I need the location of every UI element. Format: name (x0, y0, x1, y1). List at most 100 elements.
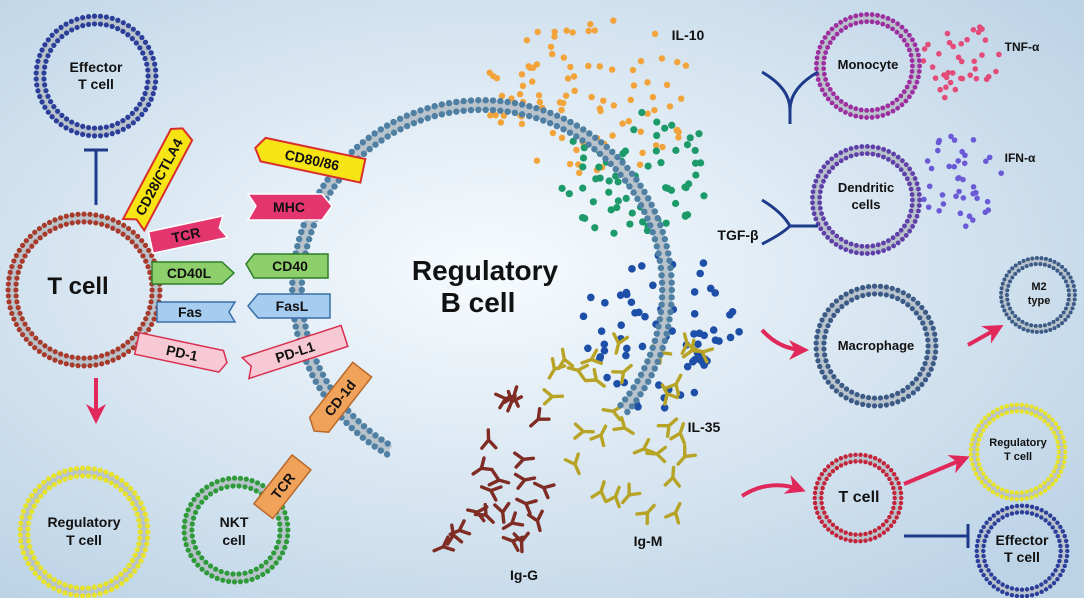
antibody-mark (547, 357, 567, 380)
antibody-mark (473, 502, 495, 524)
antibody-mark (612, 332, 630, 355)
ifna-label: IFN-α (1005, 151, 1036, 165)
antibody-mark (471, 456, 494, 476)
nkt-cell-membrane (181, 475, 291, 585)
m2-type-label-line2: type (1028, 295, 1051, 307)
tag-tcr-label: TCR (170, 224, 201, 246)
antibody-mark (479, 485, 503, 502)
il35-label: IL-35 (688, 419, 721, 435)
antibody-mark (529, 406, 551, 428)
inhibit-mark-dendritic (761, 198, 818, 246)
tag-mhc-label: MHC (273, 199, 305, 215)
inhibit-mark-right-effector (904, 524, 970, 548)
macrophage-label: Macrophage (838, 338, 915, 353)
dendritic-membrane (810, 144, 922, 256)
effector-tcell-label-line1: Effector (70, 59, 123, 75)
antibody-mark (515, 497, 538, 516)
antibody-mark (513, 472, 537, 490)
m2-type-label-line1: M2 (1031, 281, 1046, 293)
antibody-mark (526, 509, 544, 533)
antibody-mark (580, 348, 604, 365)
tgfb-label: TGF-β (717, 227, 759, 243)
igm-label: Ig-M (634, 533, 663, 549)
igm-antibodies (542, 332, 715, 526)
antibody-mark (501, 511, 525, 531)
dendritic-label-line2: cells (852, 197, 881, 212)
right-tcell-membrane (812, 452, 904, 544)
antibody-mark (620, 482, 642, 505)
right-effector-membrane (974, 503, 1070, 598)
antibody-mark (493, 501, 511, 524)
antibody-mark (669, 422, 687, 445)
monocyte-label: Monocyte (838, 57, 899, 72)
antibody-mark (448, 519, 472, 537)
antibody-mark (680, 332, 698, 355)
tag-cd80-86: CD80/86 (254, 136, 367, 184)
tag-pd1: PD-1 (133, 331, 228, 373)
antibody-mark (590, 480, 608, 503)
antibody-mark (513, 451, 536, 469)
antibody-mark (604, 485, 621, 509)
right-effector-label-line1: Effector (996, 532, 1049, 548)
nkt-cell-label-line1: NKT (220, 514, 249, 530)
antibody-mark (480, 428, 498, 450)
effector-tcell-membrane (33, 13, 159, 139)
antibody-mark (506, 389, 524, 413)
antibody-mark (663, 465, 681, 488)
bcell-label-line1: Regulatory (412, 255, 559, 286)
antibody-mark (611, 363, 633, 385)
antibody-mark (563, 452, 581, 476)
ifna-dots (921, 133, 1005, 229)
monocyte-membrane (814, 12, 922, 120)
regulatory-tcell-label-line2: T cell (66, 532, 102, 548)
tcell-label: T cell (47, 273, 108, 300)
antibody-mark (656, 417, 679, 438)
regulatory-tcell-membrane (17, 465, 151, 598)
tag-cd40-label: CD40 (272, 258, 308, 274)
tag-fasl-label: FasL (276, 298, 309, 314)
inhibit-mark-monocyte (761, 70, 819, 124)
nkt-cell-label-line2: cell (222, 532, 245, 548)
inhibit-mark-effector (84, 148, 108, 205)
antibody-mark (432, 535, 456, 553)
tag-cd40l: CD40L (151, 261, 236, 285)
tag-mhc: MHC (246, 193, 333, 221)
arrow-to-right-tcell (740, 475, 806, 498)
regulatory-tcell-label-line1: Regulatory (47, 514, 120, 530)
tgfb-dots (558, 108, 708, 237)
effector-tcell-label-line2: T cell (78, 76, 114, 92)
right-effector-label-line2: T cell (1004, 549, 1040, 565)
antibody-mark (583, 367, 606, 388)
cytokine-dots (486, 17, 1005, 412)
antibody-mark (501, 535, 525, 553)
tag-nkt-tcr: TCR (252, 453, 312, 520)
bcell-label-line2: B cell (441, 287, 516, 318)
tag-tcr: TCR (147, 214, 229, 255)
igg-label: Ig-G (510, 567, 538, 583)
antibody-mark (635, 503, 656, 526)
tag-cd40l-label: CD40L (167, 265, 212, 281)
antibody-mark (664, 373, 683, 397)
m2-type-membrane (999, 256, 1077, 334)
right-regulatory-label-line1: Regulatory (989, 437, 1047, 449)
antibody-mark (645, 445, 668, 464)
tag-pd-l1: PD-L1 (240, 324, 349, 380)
antibody-mark (664, 501, 682, 525)
tnfa-dots (920, 24, 1002, 101)
antibody-mark (566, 363, 590, 381)
antibody-mark (676, 444, 697, 466)
arrow-to-right-regulatory (903, 454, 970, 486)
antibody-mark (533, 481, 556, 500)
antibody-mark (573, 422, 595, 440)
arrow-to-m2-type (967, 325, 1004, 347)
tag-fasl: FasL (247, 293, 331, 319)
tag-fas-label: Fas (178, 304, 202, 320)
macrophage-membrane (813, 283, 939, 409)
antibody-mark (589, 424, 608, 448)
right-regulatory-membrane (968, 402, 1068, 502)
tag-pd1-label: PD-1 (165, 342, 200, 364)
arrow-to-macrophage (760, 328, 809, 360)
antibody-mark (612, 415, 635, 435)
